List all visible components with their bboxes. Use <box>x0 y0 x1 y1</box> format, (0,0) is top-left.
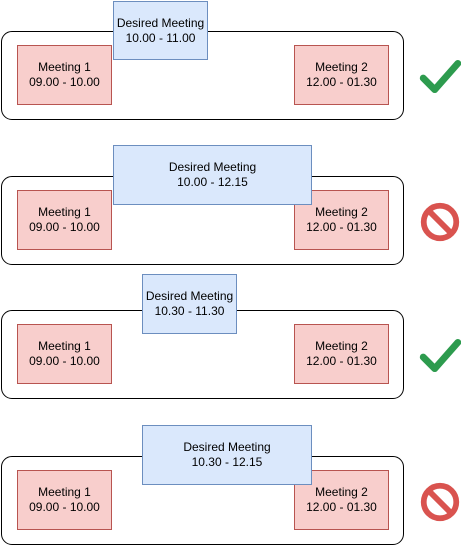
prohibit-icon <box>420 482 460 522</box>
desired-meeting-box: Desired Meeting 10.30 - 11.30 <box>142 274 237 334</box>
check-icon <box>419 59 461 94</box>
scenario-3: Meeting 1 09.00 - 10.00 Meeting 2 12.00 … <box>0 274 461 399</box>
desired-meeting-time: 10.30 - 11.30 <box>154 304 225 318</box>
scenario-1: Meeting 1 09.00 - 10.00 Meeting 2 12.00 … <box>0 0 461 125</box>
meeting-1-box: Meeting 1 09.00 - 10.00 <box>17 324 112 384</box>
scenario-4: Meeting 1 09.00 - 10.00 Meeting 2 12.00 … <box>0 425 461 546</box>
meeting-1-box: Meeting 1 09.00 - 10.00 <box>17 45 112 105</box>
meeting-1-box: Meeting 1 09.00 - 10.00 <box>17 190 112 250</box>
meeting-1-box: Meeting 1 09.00 - 10.00 <box>17 470 112 530</box>
desired-meeting-name: Desired Meeting <box>168 160 257 174</box>
desired-meeting-name: Desired Meeting <box>116 15 205 30</box>
meeting-2-time: 12.00 - 01.30 <box>306 220 377 234</box>
meeting-2-time: 12.00 - 01.30 <box>306 500 377 514</box>
meeting-2-box: Meeting 2 12.00 - 01.30 <box>294 45 389 105</box>
meeting-1-name: Meeting 1 <box>38 205 91 219</box>
desired-meeting-box: Desired Meeting 10.30 - 12.15 <box>142 425 312 485</box>
meeting-2-time: 12.00 - 01.30 <box>306 75 377 89</box>
meeting-2-time: 12.00 - 01.30 <box>306 354 377 368</box>
prohibit-icon <box>420 202 460 242</box>
scenario-2: Meeting 1 09.00 - 10.00 Meeting 2 12.00 … <box>0 145 461 270</box>
meeting-2-name: Meeting 2 <box>315 339 368 353</box>
meeting-2-box: Meeting 2 12.00 - 01.30 <box>294 324 389 384</box>
meeting-1-time: 09.00 - 10.00 <box>29 354 100 368</box>
meeting-2-name: Meeting 2 <box>315 205 368 219</box>
meeting-1-name: Meeting 1 <box>38 485 91 499</box>
desired-meeting-box: Desired Meeting 10.00 - 12.15 <box>113 145 312 205</box>
meeting-2-name: Meeting 2 <box>315 485 368 499</box>
desired-meeting-time: 10.30 - 12.15 <box>191 455 263 469</box>
desired-meeting-time: 10.00 - 12.15 <box>177 175 248 189</box>
desired-meeting-time: 10.00 - 11.00 <box>125 30 196 45</box>
check-icon <box>419 338 461 373</box>
desired-meeting-box: Desired Meeting 10.00 - 11.00 <box>113 1 208 60</box>
meeting-2-name: Meeting 2 <box>315 60 368 74</box>
desired-meeting-name: Desired Meeting <box>145 289 234 303</box>
meeting-1-name: Meeting 1 <box>38 339 91 353</box>
meeting-1-time: 09.00 - 10.00 <box>29 220 100 234</box>
desired-meeting-name: Desired Meeting <box>183 440 271 454</box>
meeting-1-time: 09.00 - 10.00 <box>29 75 100 89</box>
meeting-1-name: Meeting 1 <box>38 60 91 74</box>
meeting-1-time: 09.00 - 10.00 <box>29 500 100 514</box>
